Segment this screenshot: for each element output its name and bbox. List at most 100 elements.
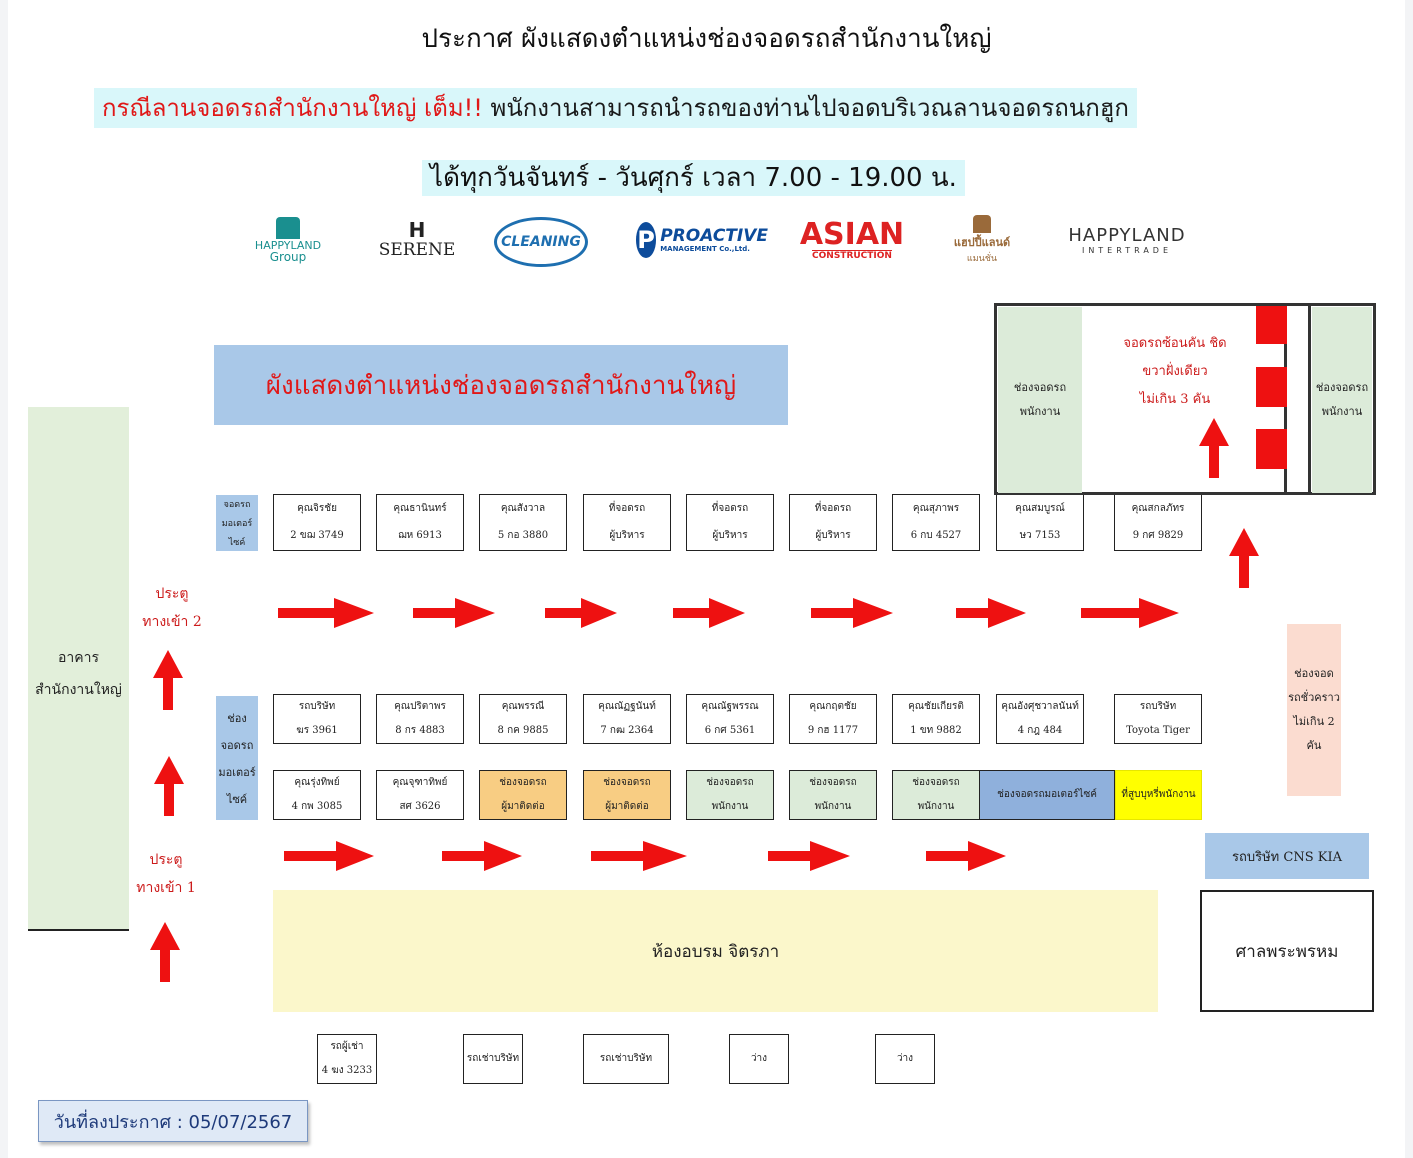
slot-plate: ษว 7153 xyxy=(1019,530,1061,542)
parked-car-marker xyxy=(1256,367,1287,407)
employee-parking-slot: ช่องจอดรถพนักงาน xyxy=(686,770,774,820)
cleaning-logo: CLEANING xyxy=(494,217,588,267)
parking-slot: คุณชัยเกียรติ1 ขท 9882 xyxy=(892,694,980,744)
parking-slot: คุณรุ่งทิพย์4 กพ 3085 xyxy=(273,770,361,820)
lot-label: พนักงาน xyxy=(1321,405,1363,418)
logo-text: แฮปปี้แลนด์ xyxy=(953,236,1011,249)
slot-owner: คุณพรรณี xyxy=(501,701,545,712)
serene-mark-icon: H xyxy=(408,218,426,242)
notice-title: ประกาศ ผังแสดงตำแหน่งช่องจอดรถสำนักงานให… xyxy=(421,24,992,54)
slot-plate: ฆร 3961 xyxy=(296,725,338,736)
parking-slot: รถเช่าบริษัท xyxy=(463,1034,523,1084)
slot-owner: ที่จอดรถ xyxy=(711,502,749,514)
slot-plate: ผู้บริหาร xyxy=(609,530,645,542)
arrow-right-icon xyxy=(278,598,374,628)
gate-2-label: ประตู ทางเข้า 2 xyxy=(140,580,204,636)
arrow-right-icon xyxy=(673,598,745,628)
building-label-line: สำนักงานใหญ่ xyxy=(35,682,122,698)
slot-plate: ฌห 6913 xyxy=(398,530,442,542)
slot-owner: รถเช่าบริษัท xyxy=(466,1053,520,1064)
moto-label: จอดรถ xyxy=(220,738,254,752)
house-icon xyxy=(276,216,300,239)
arrow-up-icon xyxy=(150,922,180,982)
slot-owner: รถบริษัท xyxy=(1139,701,1177,712)
moto-label: ไซค์ xyxy=(226,792,248,806)
motorcycle-parking-top: จอดรถ มอเตอร์ ไซค์ xyxy=(216,495,258,551)
arrow-right-icon xyxy=(768,841,850,871)
parking-slot: รถเช่าบริษัท xyxy=(583,1034,669,1084)
slot-owner: คุณอังศุชวาลนันท์ xyxy=(1001,701,1079,712)
arrow-up-icon xyxy=(153,650,183,710)
slot-plate: 6 กศ 5361 xyxy=(704,725,756,736)
slot-plate: พนักงาน xyxy=(917,801,955,812)
slot-plate: พนักงาน xyxy=(814,801,852,812)
slot-owner: คุณจุฑาทิพย์ xyxy=(392,777,448,788)
employee-parking-slot: ช่องจอดรถพนักงาน xyxy=(789,770,877,820)
logo-subtext: INTERTRADE xyxy=(1081,246,1173,255)
logo-text: CLEANING xyxy=(501,234,581,250)
note-line: จอดรถซ้อนคัน ชิด xyxy=(1123,336,1227,351)
visitor-parking-slot: ช่องจอดรถผู้มาติดต่อ xyxy=(583,770,671,820)
slot-owner: คุณชัยเกียรติ xyxy=(908,701,964,712)
slot-owner: ที่จอดรถ xyxy=(814,502,852,514)
slot-plate: 7 กฒ 2364 xyxy=(600,725,654,736)
double-park-note: จอดรถซ้อนคัน ชิด ขวาฝั่งเดียว ไม่เกิน 3 … xyxy=(1100,330,1250,414)
gate-label-line: ทางเข้า 1 xyxy=(136,880,196,896)
moto-label: มอเตอร์ xyxy=(218,765,256,779)
parking-slot: คุณธานินทร์ฌห 6913 xyxy=(376,494,464,551)
note-line: ไม่เกิน 3 คัน xyxy=(1139,392,1211,407)
parking-slot: คุณจุฑาทิพย์สศ 3626 xyxy=(376,770,464,820)
logo-text: ASIAN xyxy=(799,216,905,252)
slot-owner: ช่องจอดรถ xyxy=(706,777,754,788)
logo-text: SERENE xyxy=(378,240,456,260)
logo-subtext: MANAGEMENT Co.,Ltd. xyxy=(660,245,750,253)
temp-label: รถชั่วคราว xyxy=(1288,691,1340,704)
slot-owner: ช่องจอดรถ xyxy=(603,777,651,788)
slot-plate: 9 กฮ 1177 xyxy=(807,725,859,736)
slot-plate: 8 กค 9885 xyxy=(497,725,549,736)
announce-date: วันที่ลงประกาศ : 05/07/2567 xyxy=(38,1100,308,1142)
slot-owner: รถเช่าบริษัท xyxy=(599,1053,653,1064)
slot-plate: 2 ขฌ 3749 xyxy=(290,530,344,542)
temp-label: คัน xyxy=(1306,739,1322,752)
slot-owner: คุณรุ่งทิพย์ xyxy=(294,777,340,788)
lot-label: พนักงาน xyxy=(1019,405,1061,418)
parking-slot: ว่าง xyxy=(875,1034,935,1084)
zone-label: ช่องจอดรถมอเตอร์ไซค์ xyxy=(997,789,1097,800)
note-line: ขวาฝั่งเดียว xyxy=(1142,364,1208,379)
building-label: อาคาร สำนักงานใหญ่ xyxy=(28,642,129,706)
slot-owner: คุณสมบูรณ์ xyxy=(1015,502,1065,514)
notice-full-warning: กรณีลานจอดรถสำนักงานใหญ่ เต็ม!! xyxy=(102,94,483,122)
building-edge-line xyxy=(28,929,129,931)
logo-subtext: แมนชั่น xyxy=(966,254,998,264)
motorcycle-parking-mid: ช่อง จอดรถ มอเตอร์ ไซค์ xyxy=(216,696,258,820)
slot-plate: 9 กศ 9829 xyxy=(1132,530,1184,542)
arrow-right-icon xyxy=(811,598,893,628)
slot-owner: ช่องจอดรถ xyxy=(912,777,960,788)
visitor-parking-slot: ช่องจอดรถผู้มาติดต่อ xyxy=(479,770,567,820)
serene-logo: H SERENE xyxy=(372,210,462,270)
logo-text: PROACTIVE xyxy=(660,226,768,246)
logo-text: HAPPYLAND xyxy=(1068,225,1186,246)
moto-label: จอดรถ xyxy=(223,500,251,511)
happyland-mansion-logo: แฮปปี้แลนด์ แมนชั่น xyxy=(944,210,1020,270)
slot-owner: คุณสกลภัทร xyxy=(1131,502,1185,514)
arrow-right-icon xyxy=(442,841,522,871)
arrow-up-icon xyxy=(1199,418,1229,478)
parking-slot: ว่าง xyxy=(729,1034,789,1084)
slot-owner: คุณปริตาพร xyxy=(394,701,446,712)
parking-slot: ที่จอดรถผู้บริหาร xyxy=(583,494,671,551)
slot-plate: 6 กบ 4527 xyxy=(910,530,962,542)
happyland-group-logo: HAPPYLAND Group xyxy=(248,210,328,270)
logo-subtext: Group xyxy=(269,249,307,264)
arrow-up-icon xyxy=(154,756,184,816)
proactive-logo: P PROACTIVE MANAGEMENT Co.,Ltd. xyxy=(636,210,768,270)
slot-owner: ช่องจอดรถ xyxy=(499,777,547,788)
slot-owner: รถบริษัท xyxy=(298,701,336,712)
slot-owner: ช่องจอดรถ xyxy=(809,777,857,788)
building-label-line: อาคาร xyxy=(57,650,99,666)
